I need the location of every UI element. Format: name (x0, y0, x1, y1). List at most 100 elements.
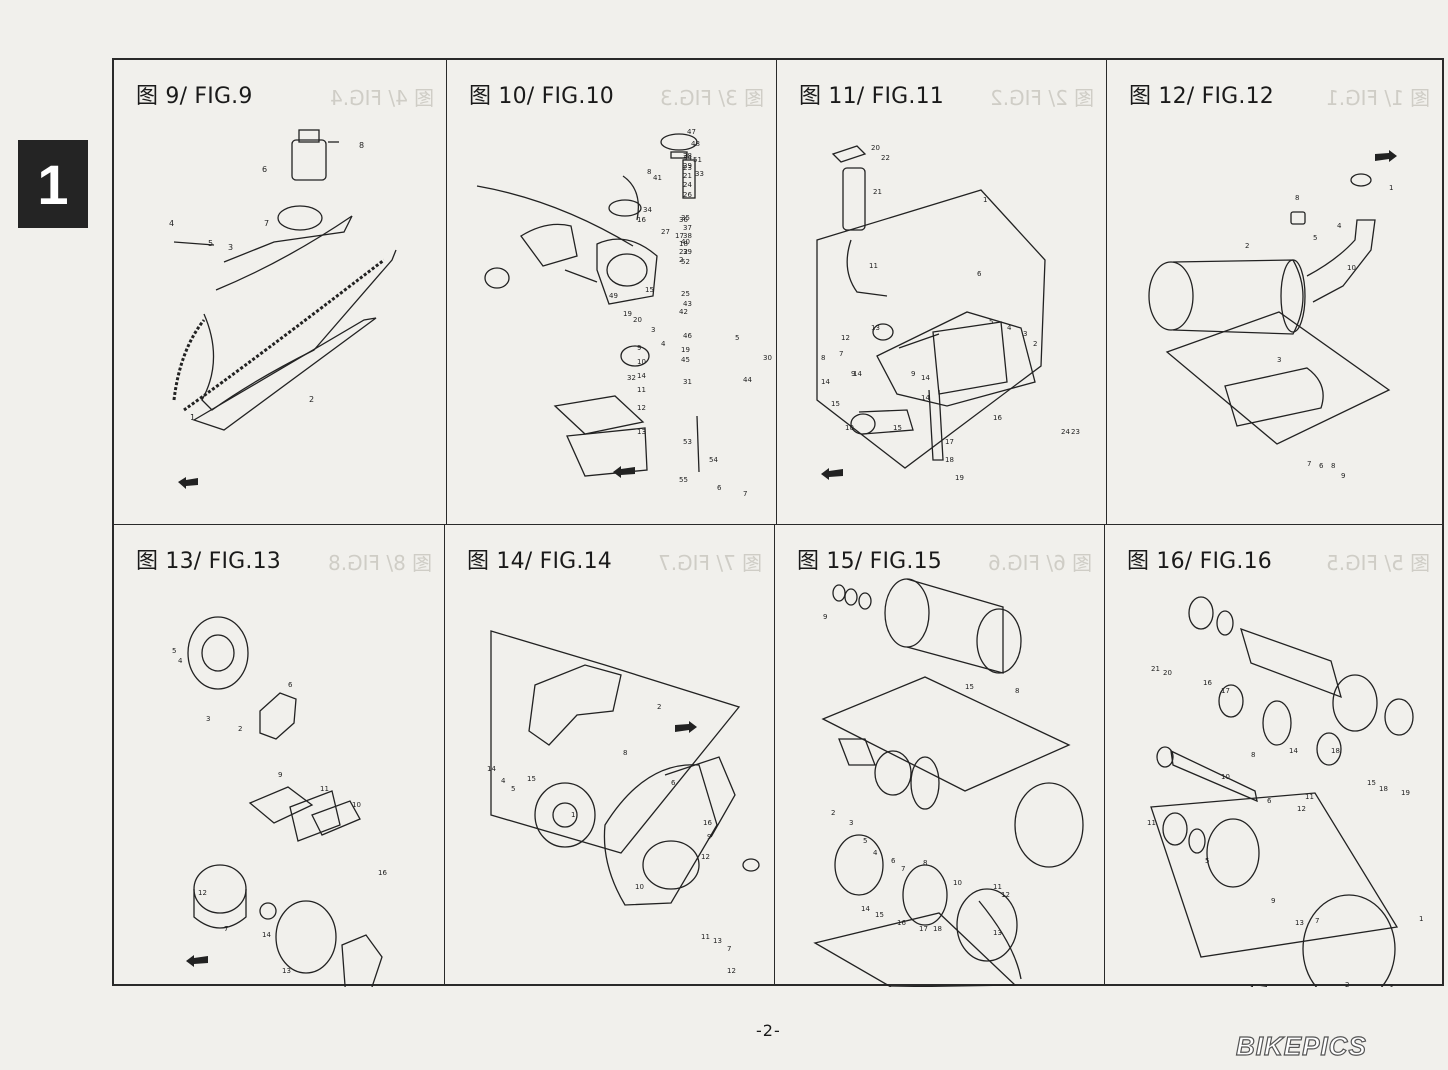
part-label: 11 (701, 933, 710, 941)
figure-title: 图 15/ FIG.15 (797, 549, 942, 574)
part-label: 16 (897, 919, 906, 927)
part-label: 9 (278, 771, 282, 779)
part-label: 3 (651, 326, 655, 334)
part-label: 15 (965, 683, 974, 691)
part-label: 54 (709, 456, 718, 464)
fan-cover-diagram: 2 14 4 5 15 1 8 6 16 9 12 10 11 13 7 12 (487, 630, 760, 975)
part-label: 8 (821, 354, 825, 362)
part-label: 18 (945, 456, 954, 464)
part-label: 49 (609, 292, 618, 300)
fwd-arrow-icon (939, 525, 1105, 987)
part-label: 7 (901, 865, 905, 873)
part-label: 4 (1337, 222, 1342, 230)
part-label: 16 (993, 414, 1002, 422)
part-label: 3 (206, 715, 210, 723)
part-label: 11 (1147, 819, 1156, 827)
part-label: 17 (945, 438, 954, 446)
part-label: 34 (683, 154, 692, 162)
part-label: 12 (1297, 805, 1306, 813)
part-label: 14 (262, 931, 271, 939)
part-label: 10 (953, 879, 962, 887)
part-label: 2 (1033, 340, 1037, 348)
part-label: 12 (1001, 891, 1010, 899)
part-label: 2 (831, 809, 835, 817)
part-label: 34 (643, 206, 652, 214)
cam-chain-diagram: 6 8 7 4 5 3 2 1 (169, 129, 397, 489)
section-tab: 1 (18, 140, 88, 228)
page-number: -2- (756, 1021, 781, 1040)
part-label: 1 (1389, 184, 1393, 192)
part-label: 43 (683, 300, 692, 308)
part-label: 12 (198, 889, 207, 897)
part-label: 31 (683, 378, 692, 386)
figure-11-panel: 图 11/ FIG.11 图 2/ FIG.2 20 22 21 (776, 60, 1106, 524)
part-label: 4 (178, 657, 183, 665)
figure-10-panel: 图 10/ FIG.10 图 3/ FIG.3 (446, 60, 776, 524)
part-label: 47 (687, 128, 696, 136)
part-label: 16 (1203, 679, 1212, 687)
figure-9-panel: 图 9/ FIG.9 图 4/ FIG.4 6 8 7 4 5 (114, 60, 446, 524)
part-label: 5 (172, 647, 176, 655)
air-cleaner-diagram: 20 22 21 11 1 6 5 4 3 2 12 13 7 8 14 9 1… (816, 144, 1080, 482)
part-label: 20 (1163, 669, 1172, 677)
figure-13-panel: 图 13/ FIG.13 图 8/ FIG.8 5 4 3 2 (114, 524, 444, 987)
part-label: 26 (683, 191, 692, 199)
part-label: 12 (727, 967, 736, 975)
part-label: 41 (653, 174, 662, 182)
part-label: 10 (1221, 773, 1230, 781)
part-label: 24 (683, 181, 692, 189)
part-label: 8 (1251, 751, 1255, 759)
part-label: 29 (683, 162, 692, 170)
part-label: 3 (849, 819, 853, 827)
part-label: 55 (679, 476, 688, 484)
part-label: 6 (717, 484, 722, 492)
part-label: 10 (1347, 264, 1356, 272)
part-label: 10 (352, 801, 361, 809)
fwd-arrow-icon (186, 955, 208, 967)
part-label: 37 (683, 224, 692, 232)
part-label: 6 (977, 270, 982, 278)
part-label: 16 (637, 216, 646, 224)
part-label: 13 (1295, 919, 1304, 927)
part-label: 12 (841, 334, 850, 342)
part-label: 15 (875, 911, 884, 919)
part-label: 4 (1007, 324, 1012, 332)
part-label: 13 (282, 967, 291, 975)
part-label: 1 (190, 413, 195, 422)
figure-12-panel: 图 12/ FIG.12 图 1/ FIG.1 1 8 4 5 10 2 (1106, 60, 1442, 524)
part-label: 13 (993, 929, 1002, 937)
part-label: 2 (1345, 981, 1349, 987)
part-label: 5 (511, 785, 515, 793)
figure-15-panel: 图 15/ FIG.15 图 6/ FIG.6 (774, 524, 1105, 987)
part-label: 10 (637, 358, 646, 366)
part-label: 8 (359, 141, 364, 150)
part-label: 19 (623, 310, 632, 318)
part-label: 9 (823, 613, 827, 621)
part-label: 11 (320, 785, 329, 793)
part-label: 1 (571, 811, 575, 819)
part-label: 9 (851, 370, 855, 378)
final-drive-diagram: 21 20 16 17 14 18 15 18 19 10 8 6 12 11 … (1147, 596, 1423, 987)
part-label: 8 (1295, 194, 1299, 202)
clutch-pulley-diagram: 9 15 8 2 3 5 4 6 7 8 10 11 12 14 15 16 1… (813, 525, 1105, 987)
fwd-arrow-icon (675, 721, 697, 733)
part-label: 8 (623, 749, 627, 757)
part-label: 8 (1015, 687, 1019, 695)
part-label: 38 (683, 232, 692, 240)
part-label: 9 (637, 344, 641, 352)
part-label: 22 (881, 154, 890, 162)
part-label: 2 (679, 256, 683, 264)
part-label: 14 (921, 394, 930, 402)
part-label: 7 (743, 490, 747, 498)
part-label: 27 (661, 228, 670, 236)
part-label: 6 (891, 857, 896, 865)
part-label: 15 (893, 424, 902, 432)
part-label: 14 (921, 374, 930, 382)
part-label: 13 (713, 937, 722, 945)
part-label: 8 (1331, 462, 1335, 470)
part-label: 35 (681, 214, 690, 222)
bikepics-watermark: BIKEPICS (1232, 1030, 1422, 1062)
part-label: 20 (633, 316, 642, 324)
part-label: 15 (645, 286, 654, 294)
part-label: 5 (208, 239, 213, 248)
